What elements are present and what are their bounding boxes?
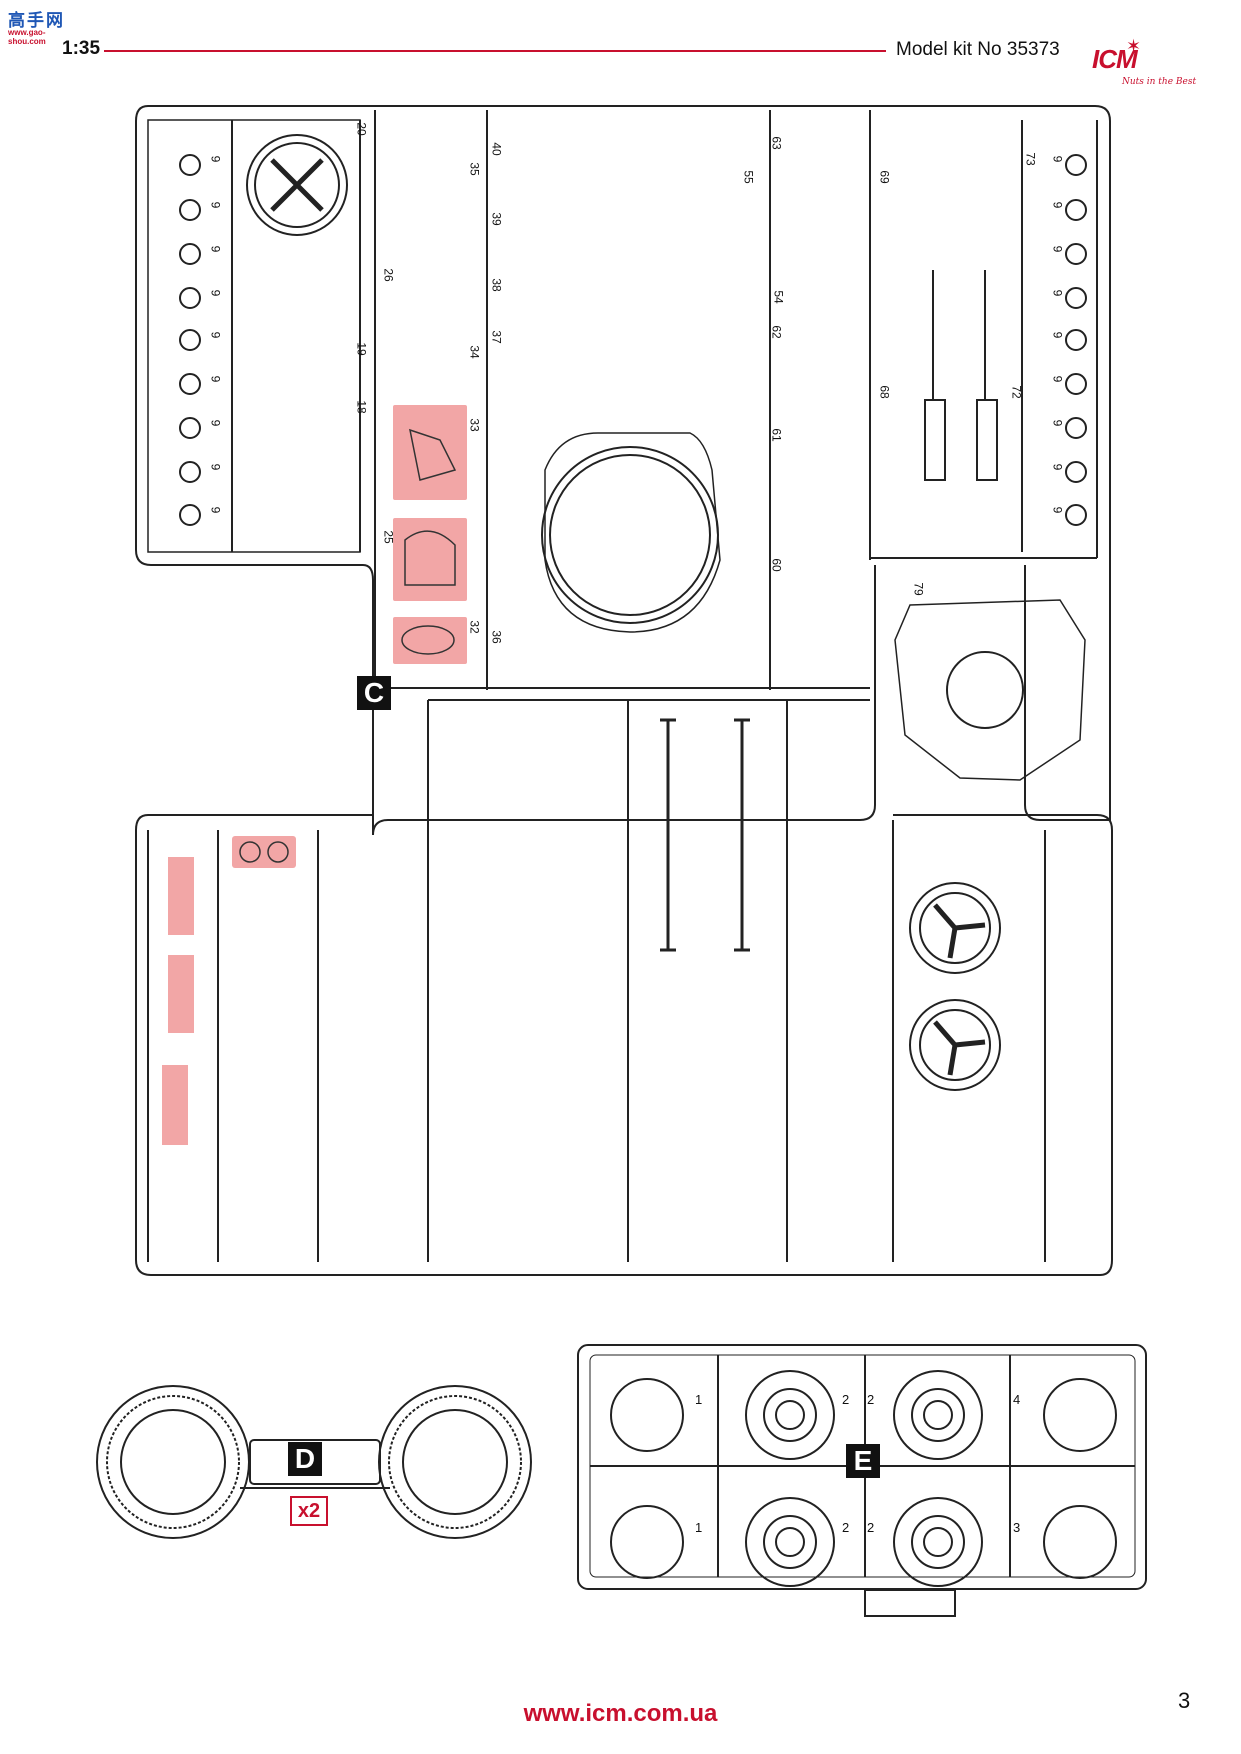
part-number-label: 39 <box>489 212 504 226</box>
part-number-label: 73 <box>1023 152 1038 166</box>
part-number-label: 3 <box>1013 1520 1021 1535</box>
part-number-label: 72 <box>1009 385 1024 399</box>
part-number-label: 9 <box>208 463 223 471</box>
part-number-label: 20 <box>354 122 369 136</box>
idler-wheel-b <box>909 999 1001 1091</box>
part-number-label: 9 <box>208 155 223 163</box>
sprue-d-label: D <box>288 1442 322 1476</box>
sprue-c-label: C <box>357 676 391 710</box>
part-number-label: 2 <box>867 1392 875 1407</box>
sprue-e-label: E <box>846 1444 880 1478</box>
part-number-label: 33 <box>467 418 482 432</box>
road-wheels-left <box>179 154 201 526</box>
page-number: 3 <box>1178 1688 1191 1713</box>
gun-barrel-b <box>976 270 998 481</box>
highlighted-parts <box>162 405 467 1145</box>
sprue-c-upper-frame <box>135 105 1111 836</box>
part-number-label: 32 <box>467 620 482 634</box>
part-number-label: 60 <box>769 558 784 572</box>
highlight-part-32 <box>393 617 467 664</box>
part-number-label: 63 <box>769 136 784 150</box>
idler-wheel-a <box>909 882 1001 974</box>
part-number-label: 9 <box>1050 155 1065 163</box>
part-number-label: 40 <box>489 142 504 156</box>
part-number-label: 9 <box>1050 331 1065 339</box>
icm-logo: ICM ✶ Nuts in the Best <box>1092 36 1202 96</box>
gun-barrel-a <box>924 270 946 481</box>
kit-number: Model kit No 35373 <box>896 39 1060 60</box>
part-number-label: 1 <box>695 1520 703 1535</box>
highlight-part-25 <box>393 518 467 601</box>
turret-plate <box>894 599 1086 781</box>
part-number-label: 9 <box>1050 375 1065 383</box>
part-number-label: 25 <box>381 530 396 544</box>
sprue-e <box>577 1344 1147 1617</box>
upper-disc <box>246 134 348 236</box>
part-number-label: 61 <box>769 428 784 442</box>
scale-label: 1:35 <box>62 38 101 59</box>
highlight-part-3 <box>168 857 194 935</box>
watermark-logo: 高手网 www.gao-shou.com <box>8 6 70 46</box>
part-number-label: 18 <box>354 400 369 414</box>
part-number-label: 9 <box>1050 506 1065 514</box>
tire-right <box>378 1385 532 1539</box>
part-number-label: 9 <box>208 375 223 383</box>
part-number-label: 54 <box>771 290 786 304</box>
highlight-part-1 <box>162 1065 188 1145</box>
part-number-label: 1 <box>695 1392 703 1407</box>
hatch-ring <box>541 446 719 624</box>
star-icon: ✶ <box>1126 36 1142 56</box>
part-number-label: 9 <box>208 245 223 253</box>
part-number-label: 4 <box>1013 1392 1021 1407</box>
part-number-label: 2 <box>842 1520 850 1535</box>
part-number-label: 9 <box>1050 419 1065 427</box>
part-number-label: 79 <box>911 582 926 596</box>
part-number-label: 19 <box>354 342 369 356</box>
sprue-d-quantity: x2 <box>290 1496 328 1526</box>
part-number-label: 55 <box>741 170 756 184</box>
footer-url: www.icm.com.ua <box>523 1700 718 1727</box>
axle-b <box>734 718 750 952</box>
part-number-label: 9 <box>208 289 223 297</box>
part-number-label: 62 <box>769 325 784 339</box>
watermark-text: 高手网 <box>8 11 65 30</box>
header-divider <box>104 50 886 52</box>
part-number-label: 2 <box>842 1392 850 1407</box>
part-number-label: 36 <box>489 630 504 644</box>
part-number-label: 9 <box>1050 463 1065 471</box>
axle-a <box>660 718 676 952</box>
part-number-label: 38 <box>489 278 504 292</box>
part-number-label: 26 <box>381 268 396 282</box>
part-number-label: 37 <box>489 330 504 344</box>
part-number-label: 34 <box>467 345 482 359</box>
highlight-part-33 <box>393 405 467 500</box>
part-number-label: 9 <box>1050 245 1065 253</box>
part-number-label: 9 <box>208 419 223 427</box>
part-number-label: 68 <box>877 385 892 399</box>
part-number-label: 2 <box>867 1520 875 1535</box>
sprue-c-lower-frame <box>135 814 1113 1276</box>
road-wheels-right <box>1065 154 1087 526</box>
part-number-label: 9 <box>1050 201 1065 209</box>
brand-logo-text: ICM <box>1092 44 1138 74</box>
part-number-label: 69 <box>877 170 892 184</box>
part-number-label: 35 <box>467 162 482 176</box>
highlight-part-8 <box>232 836 296 868</box>
brand-tagline: Nuts in the Best <box>1122 77 1197 87</box>
part-number-label: 9 <box>208 331 223 339</box>
part-number-label: 9 <box>208 506 223 514</box>
part-number-label: 9 <box>1050 289 1065 297</box>
tire-left <box>96 1385 250 1539</box>
sprue-d <box>96 1385 532 1539</box>
highlight-part-2 <box>168 955 194 1033</box>
part-number-label: 9 <box>208 201 223 209</box>
watermark-url: www.gao-shou.com <box>8 28 46 46</box>
